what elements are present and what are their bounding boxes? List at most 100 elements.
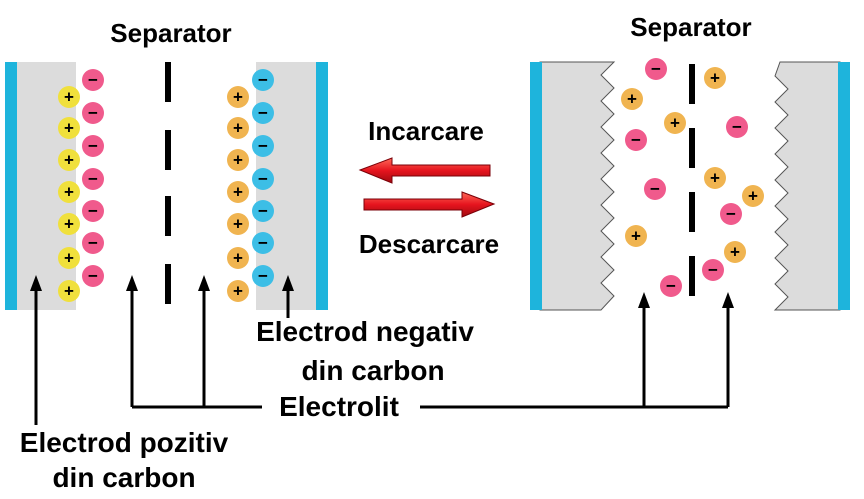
arrow-left-icon [358,157,491,184]
svg-text:−: − [708,261,718,280]
positive-ion: + [58,149,80,171]
svg-text:+: + [233,151,243,170]
negative-ion: − [252,102,274,124]
negative-ion: − [252,168,274,190]
negative-electrode-label-line2: din carbon [301,355,444,386]
pointer-lines [34,288,730,425]
svg-text:+: + [233,282,243,301]
charged-cell: +++++++−−−−−−−+++++++−−−−−−− [5,62,328,310]
electrolyte-label: Electrolit [279,391,399,422]
negative-ion: − [82,265,104,287]
positive-ion: + [704,167,726,189]
negative-ion: − [660,275,682,297]
svg-text:+: + [233,183,243,202]
positive-ion: + [58,280,80,302]
svg-text:+: + [710,69,720,88]
positive-ion: + [58,213,80,235]
negative-ion: − [252,135,274,157]
negative-ion: − [82,232,104,254]
svg-text:−: − [732,118,742,137]
pointer-arrowheads [30,275,734,308]
positive-ion: + [227,280,249,302]
negative-ion: − [82,69,104,91]
svg-text:−: − [258,170,268,189]
negative-ion: − [645,58,667,80]
positive-ion: + [58,117,80,139]
separator-label-left: Separator [110,18,231,48]
svg-text:−: − [258,234,268,253]
svg-text:−: − [258,267,268,286]
svg-text:−: − [651,60,661,79]
svg-text:−: − [666,277,676,296]
svg-text:+: + [710,169,720,188]
svg-text:+: + [233,215,243,234]
positive-ion: + [58,247,80,269]
positive-ion: + [227,149,249,171]
svg-text:−: − [88,104,98,123]
positive-ion: + [621,88,643,110]
negative-current-collector [316,62,328,310]
positive-ion: + [227,86,249,108]
negative-ion: − [252,232,274,254]
positive-ion: + [227,213,249,235]
svg-text:+: + [64,282,74,301]
positive-electrode-label-line2: din carbon [52,462,195,493]
svg-text:+: + [64,249,74,268]
negative-ion: − [252,69,274,91]
positive-ion: + [58,181,80,203]
arrow-right-icon [363,191,496,218]
positive-ion: + [664,112,686,134]
svg-text:−: − [258,137,268,156]
positive-ion: + [742,185,764,207]
svg-text:+: + [64,119,74,138]
negative-ion: − [82,200,104,222]
svg-text:+: + [748,187,758,206]
negative-ion: − [82,102,104,124]
negative-ion: − [720,203,742,225]
svg-text:+: + [233,88,243,107]
charging-label: Incarcare [368,116,484,146]
svg-text:−: − [631,131,641,150]
positive-ion: + [625,225,647,247]
right-electrode-body [773,61,841,311]
svg-text:−: − [650,180,660,199]
negative-electrode-label-line1: Electrod negativ [256,316,474,347]
positive-ion: + [58,86,80,108]
negative-ion: − [726,116,748,138]
svg-text:+: + [64,183,74,202]
svg-text:+: + [64,151,74,170]
negative-ion: − [644,178,666,200]
negative-ion: − [252,200,274,222]
svg-text:−: − [258,71,268,90]
svg-text:+: + [233,119,243,138]
svg-text:−: − [258,104,268,123]
svg-text:+: + [670,114,680,133]
svg-text:+: + [631,227,641,246]
discharged-cell: +++++++−−−−−−− [530,58,850,311]
svg-text:+: + [64,88,74,107]
positive-ion: + [227,181,249,203]
positive-ion: + [724,241,746,263]
svg-text:+: + [64,215,74,234]
negative-ion: − [625,129,647,151]
svg-text:−: − [88,202,98,221]
right-cell-ions: +++++++−−−−−−− [621,58,764,297]
positive-current-collector [5,62,17,310]
svg-text:−: − [726,205,736,224]
positive-ion: + [704,67,726,89]
separator-label-right: Separator [630,12,751,42]
svg-text:+: + [627,90,637,109]
right-current-collector [838,62,850,310]
discharging-label: Descarcare [359,229,499,259]
negative-ion: − [82,135,104,157]
positive-electrode-label-line1: Electrod pozitiv [20,427,229,458]
negative-ion: − [82,168,104,190]
negative-ion: − [702,259,724,281]
svg-text:−: − [258,202,268,221]
svg-text:−: − [88,71,98,90]
left-current-collector [530,62,542,310]
left-cell-ions: +++++++−−−−−−−+++++++−−−−−−− [58,69,274,302]
svg-text:−: − [88,170,98,189]
svg-text:−: − [88,267,98,286]
